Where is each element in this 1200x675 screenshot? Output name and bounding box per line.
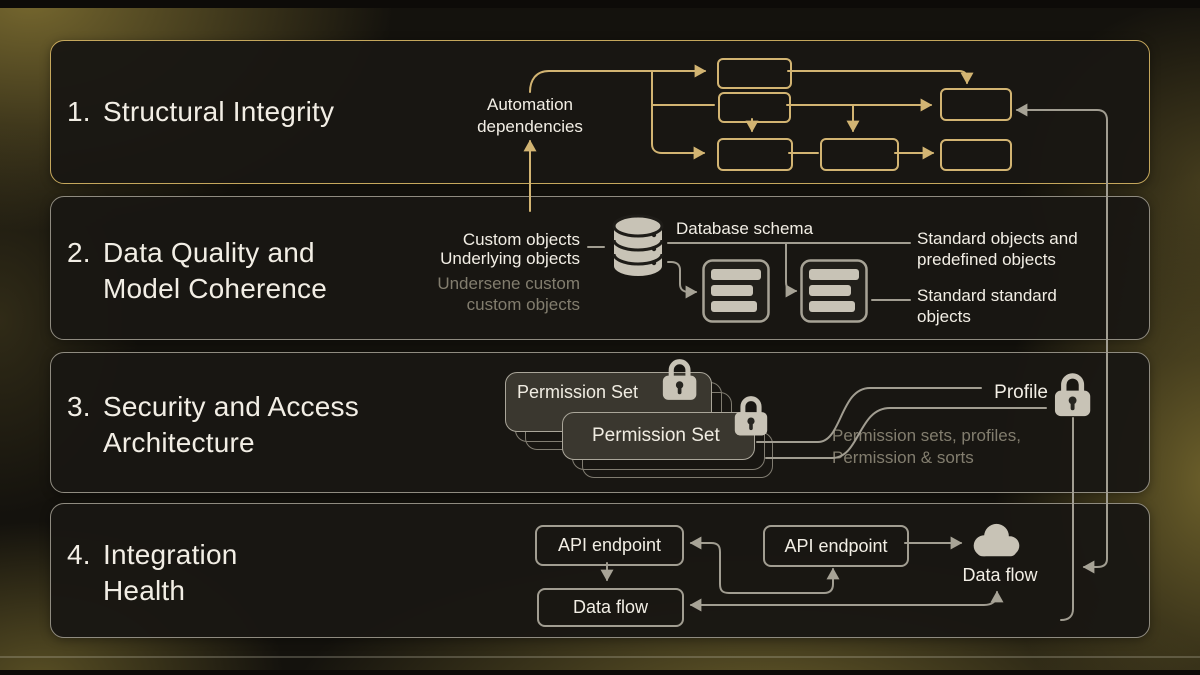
- section-3-title-text: Security and Access Architecture: [103, 391, 359, 458]
- undersene-custom-label: Undersene custom custom objects: [437, 274, 580, 314]
- section-1-heading: 1. Structural Integrity: [67, 94, 503, 130]
- underlying-objects-label: Underlying objects: [440, 249, 580, 268]
- section-3-heading: 3. Security and Access Architecture: [67, 389, 373, 461]
- custom-objects-label: Custom objects: [462, 230, 580, 249]
- section-2-title-text: Data Quality and Model Coherence: [103, 237, 328, 304]
- section-1-number: 1.: [67, 96, 91, 127]
- standard-objects-label: Standard objects and predefined objects: [917, 229, 1078, 269]
- section-3-number: 3.: [67, 391, 91, 422]
- flow-node-e: [940, 88, 1012, 121]
- section-4-number: 4.: [67, 539, 91, 570]
- permission-set-1-label: Permission Set: [517, 382, 639, 402]
- section-data-quality: [50, 196, 1150, 340]
- api-endpoint-box-2: API endpoint: [763, 525, 909, 567]
- section-2-heading: 2. Data Quality and Model Coherence: [67, 235, 353, 307]
- permission-caption: Permission sets, profiles, Permission & …: [832, 426, 1021, 467]
- section-2-number: 2.: [67, 237, 91, 268]
- permission-set-2-label: Permission Set: [592, 425, 720, 446]
- section-structural-integrity: [50, 40, 1150, 184]
- data-flow-box: Data flow: [537, 588, 684, 627]
- api-endpoint-box-1: API endpoint: [535, 525, 684, 566]
- data-flow-cloud-label: Data flow: [962, 565, 1038, 585]
- flow-node-d: [820, 138, 899, 171]
- permission-set-card-2: [562, 412, 755, 460]
- flow-node-b: [718, 92, 791, 123]
- flow-node-c: [717, 138, 793, 171]
- bottom-edge-line: [0, 656, 1200, 658]
- section-4-title-text: Integration Health: [103, 539, 238, 606]
- database-schema-label: Database schema: [676, 219, 814, 238]
- bottom-band: [0, 670, 1200, 675]
- standard-standard-label: Standard standard objects: [917, 286, 1057, 326]
- section-1-title-text: Structural Integrity: [103, 96, 335, 127]
- flow-node-f: [940, 139, 1012, 171]
- top-band: [0, 0, 1200, 8]
- section-4-heading: 4. Integration Health: [67, 537, 273, 609]
- flow-node-a: [717, 58, 792, 89]
- automation-dependencies-label: Automation dependencies: [477, 95, 583, 136]
- profile-label: Profile: [994, 382, 1048, 403]
